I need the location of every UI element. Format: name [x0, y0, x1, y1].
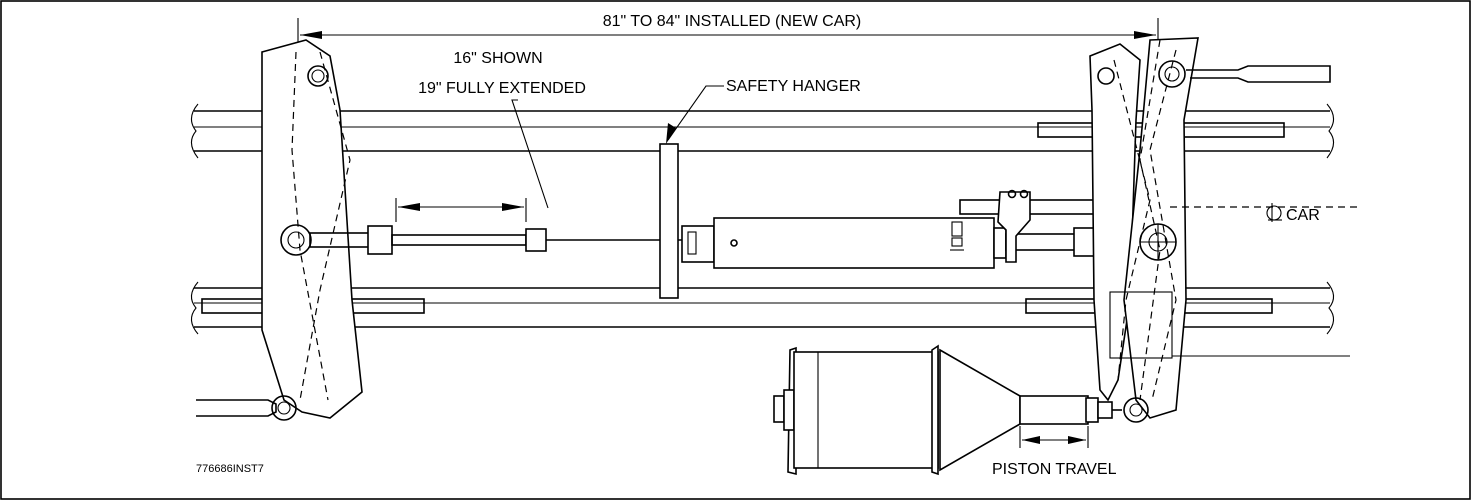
lower-actuator: [773, 344, 1149, 476]
installed-length-label: 81" TO 84" INSTALLED (NEW CAR): [603, 13, 862, 30]
safety-hanger: [659, 85, 724, 299]
centerline-symbol: [1266, 203, 1282, 222]
stroke-dimension: [395, 99, 549, 222]
cylinder-body: [681, 217, 1143, 269]
piston-rod: [309, 225, 682, 255]
piston-travel-label: PISTON TRAVEL: [992, 461, 1117, 478]
left-lever: [196, 39, 363, 421]
car-centerline: [1170, 203, 1360, 222]
installed-dimension: [297, 12, 1159, 52]
stroke-extended-label: 19" FULLY EXTENDED: [418, 80, 586, 97]
car-centerline-label: CAR: [1286, 207, 1320, 224]
right-lever: [1089, 37, 1350, 419]
drawing-number: 776686INST7: [196, 463, 264, 475]
safety-hanger-label: SAFETY HANGER: [726, 78, 861, 95]
stroke-shown-label: 16" SHOWN: [453, 50, 542, 67]
piston-travel-dimension: [1019, 426, 1089, 448]
